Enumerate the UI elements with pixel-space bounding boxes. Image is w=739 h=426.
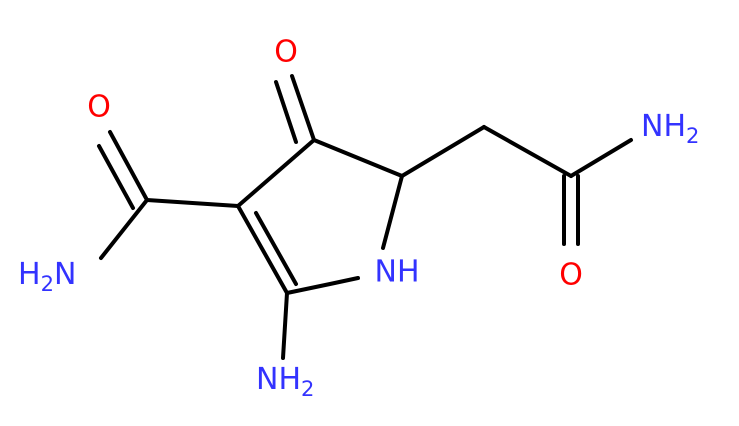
bond-camide-nh2 bbox=[569, 138, 633, 178]
bond-camide-o bbox=[108, 130, 149, 202]
amine-right-label: NH2 bbox=[641, 109, 699, 148]
bond-c4-o-double bbox=[274, 80, 298, 144]
ring-nh-label: NH bbox=[375, 255, 420, 290]
amine-left-label: H2N bbox=[18, 257, 76, 296]
bond-c3-c2 bbox=[236, 204, 289, 295]
bond-c3-c2-double bbox=[254, 211, 298, 286]
oxygen-right-amide-label: O bbox=[559, 258, 583, 293]
oxygen-left-amide-label: O bbox=[87, 90, 111, 125]
bond-c3-camide bbox=[145, 198, 240, 208]
amine-bottom-label: NH2 bbox=[256, 362, 314, 401]
oxygen-ketone-label: O bbox=[274, 35, 298, 70]
bond-ch2-camide bbox=[482, 125, 573, 178]
bond-c4-o bbox=[290, 74, 316, 142]
bond-c4-c3 bbox=[236, 138, 316, 208]
bond-c5-ch2 bbox=[400, 125, 486, 178]
bond-camide-n bbox=[99, 198, 149, 260]
bond-n1-c5 bbox=[381, 174, 404, 250]
bond-c5-c4 bbox=[312, 138, 404, 178]
bond-camide-o-double bbox=[97, 144, 135, 210]
bond-c2-n1 bbox=[285, 276, 360, 295]
bond-c2-nh2 bbox=[281, 291, 289, 360]
